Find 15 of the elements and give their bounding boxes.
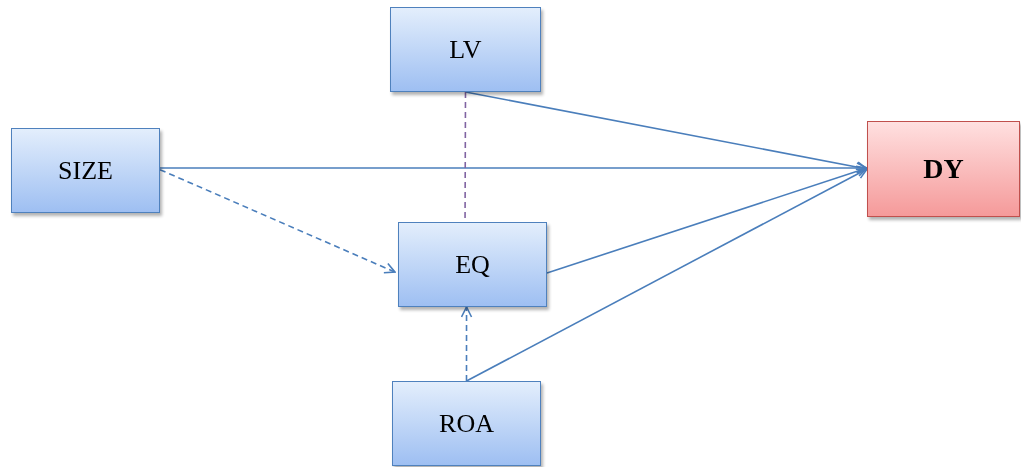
- variable-label: EQ: [455, 249, 490, 280]
- dashed-arrow: [460, 306, 473, 382]
- variable-box: [392, 381, 541, 466]
- variable-label: SIZE: [58, 155, 113, 186]
- variable-label: LV: [449, 34, 482, 65]
- arrow: [465, 168, 868, 382]
- variable-label: ROA: [439, 408, 494, 439]
- variable-box: [398, 222, 547, 307]
- variable-box: [867, 121, 1020, 217]
- dashed-arrow: [159, 168, 396, 274]
- variable-box: [11, 128, 160, 213]
- variable-label: DY: [923, 153, 964, 185]
- arrow: [546, 165, 868, 274]
- arrow: [159, 162, 868, 174]
- variable-box: [390, 7, 541, 92]
